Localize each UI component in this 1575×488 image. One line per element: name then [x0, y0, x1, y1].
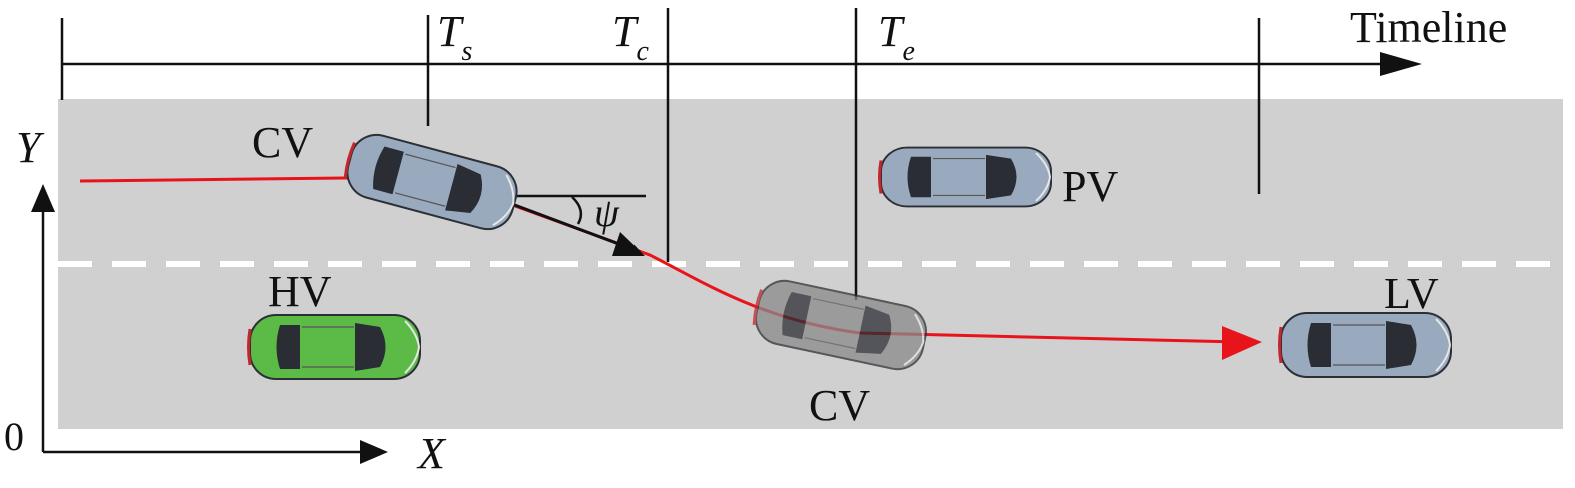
y-axis-label: Y [16, 123, 45, 172]
x-axis-arrowhead [360, 440, 388, 464]
tc-subscript: c [636, 36, 649, 67]
origin-label: 0 [4, 414, 24, 459]
hv-label: HV [268, 267, 332, 316]
trajectory-arrowhead [1222, 326, 1262, 360]
ts-label: Ts [437, 7, 472, 67]
heading-angle-label: ψ [594, 190, 620, 235]
timeline-label: Timeline [1350, 3, 1507, 52]
hv-car [247, 313, 422, 381]
cv-end-label: CV [809, 381, 870, 430]
lv-label: LV [1384, 269, 1439, 318]
lv-car [1278, 311, 1453, 379]
y-axis-arrowhead [31, 184, 55, 212]
pv-car [878, 146, 1053, 208]
cv-start-label: CV [252, 118, 313, 167]
x-axis-label: X [416, 429, 447, 478]
heading-angle-arc [571, 196, 583, 225]
ts-subscript: s [461, 36, 472, 67]
pv-label: PV [1062, 162, 1118, 211]
te-subscript: e [902, 36, 914, 67]
te-label: Te [878, 7, 915, 67]
tc-label: Tc [612, 7, 649, 67]
timeline-arrowhead [1380, 52, 1422, 76]
heading-arrowhead [612, 232, 645, 256]
